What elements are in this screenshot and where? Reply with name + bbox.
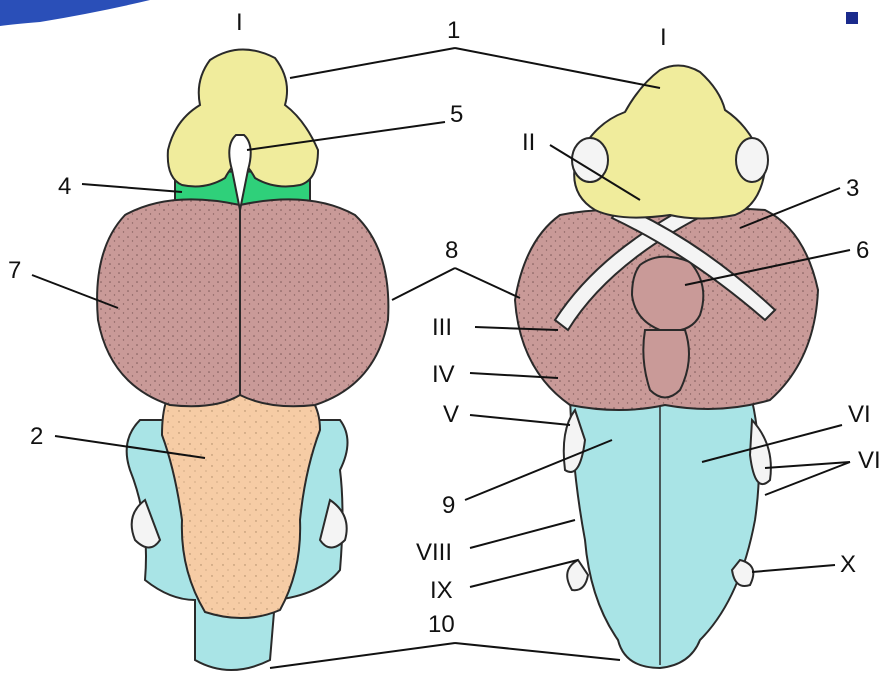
left-hemisphere-left-texture <box>97 199 240 406</box>
corner-decoration <box>0 0 150 26</box>
label-nerve-I-left: I <box>236 9 243 36</box>
label-VIII: VIII <box>416 539 452 566</box>
label-3: 3 <box>846 175 859 202</box>
right-hypophysis <box>632 257 703 331</box>
leader-IX <box>470 560 578 587</box>
left-brain <box>97 49 388 670</box>
label-IX: IX <box>430 577 453 604</box>
label-VII: VI <box>858 447 881 474</box>
label-9: 9 <box>442 492 455 519</box>
right-infundibulum <box>643 330 689 398</box>
label-5: 5 <box>450 101 463 128</box>
leader-V <box>470 415 570 425</box>
leader-4 <box>82 184 182 192</box>
label-III: III <box>432 314 452 341</box>
leader-1-right <box>455 48 660 88</box>
label-7: 7 <box>8 257 21 284</box>
label-II: II <box>522 129 535 156</box>
leader-1-left <box>290 48 455 78</box>
label-10: 10 <box>428 611 455 638</box>
leader-X <box>752 565 835 572</box>
right-olfactory-bulb <box>574 65 765 218</box>
bullet-square <box>846 12 858 24</box>
label-8: 8 <box>445 237 458 264</box>
leader-8-right <box>455 268 520 298</box>
leader-8-left <box>392 268 455 300</box>
label-X: X <box>840 551 856 578</box>
label-2: 2 <box>30 423 43 450</box>
leader-10-left <box>270 643 455 668</box>
right-eye-right <box>736 138 768 182</box>
label-6: 6 <box>856 237 869 264</box>
leader-10-right <box>455 643 620 660</box>
right-nerve-root-ix <box>567 560 588 590</box>
label-V: V <box>443 401 459 428</box>
label-nerve-I-right: I <box>660 24 667 51</box>
right-nerve-root-right <box>750 420 771 484</box>
label-IV: IV <box>432 361 455 388</box>
leader-VIII <box>470 520 575 548</box>
right-medulla <box>570 390 759 668</box>
label-4: 4 <box>58 173 71 200</box>
left-hemisphere-right-texture <box>240 199 388 406</box>
right-brain <box>515 65 818 668</box>
label-VI: VI <box>848 401 871 428</box>
right-eye-left <box>572 138 608 182</box>
label-1: 1 <box>447 17 460 44</box>
